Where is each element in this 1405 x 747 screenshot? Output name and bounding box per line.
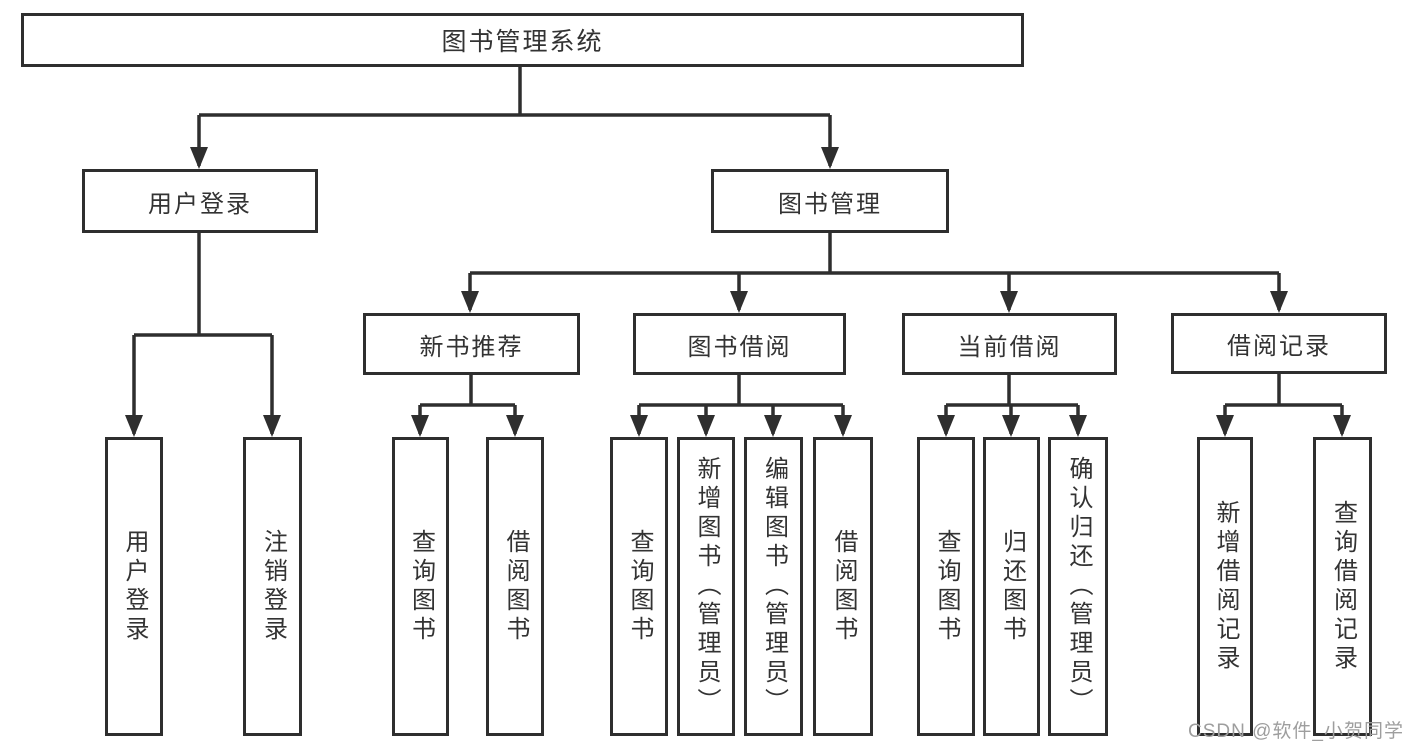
- leaf-user-login: 用户登录: [105, 437, 163, 736]
- arrowhead: [630, 415, 648, 437]
- leaf-label: 注销登录: [259, 528, 287, 645]
- arrowhead: [506, 415, 524, 437]
- leaf-label: 借阅图书: [502, 528, 529, 645]
- leaf-add-book-admin: 新增图书（管理员）: [677, 437, 735, 736]
- leaf-label: 归还图书: [998, 528, 1026, 645]
- leaf-query-books-current: 查询图书: [917, 437, 975, 736]
- node-library-management-system: 图书管理系统: [21, 13, 1024, 67]
- tree-edges: [132, 67, 1344, 434]
- arrowhead: [1069, 415, 1087, 437]
- leaf-label: 确认归还（管理员）: [1065, 456, 1092, 717]
- leaf-query-borrow-record: 查询借阅记录: [1313, 437, 1372, 736]
- leaf-label: 查询借阅记录: [1329, 499, 1357, 674]
- leaf-query-books-borrowing: 查询图书: [610, 437, 668, 736]
- node-borrowing-records: 借阅记录: [1171, 313, 1387, 374]
- arrowhead: [411, 415, 429, 437]
- leaf-borrow-books-recommend: 借阅图书: [486, 437, 544, 736]
- arrowhead: [1333, 415, 1351, 437]
- arrowhead: [190, 147, 208, 169]
- arrowhead: [821, 147, 839, 169]
- csdn-watermark: CSDN @软件_小贺同学: [1188, 721, 1404, 742]
- node-new-book-recommendation: 新书推荐: [363, 313, 580, 375]
- leaf-add-borrow-record: 新增借阅记录: [1197, 437, 1253, 736]
- leaf-confirm-return-admin: 确认归还（管理员）: [1048, 437, 1108, 736]
- arrowhead: [697, 415, 715, 437]
- arrowhead: [730, 291, 748, 313]
- node-user-login: 用户登录: [82, 169, 318, 233]
- node-book-management: 图书管理: [711, 169, 949, 233]
- node-current-borrowing: 当前借阅: [902, 313, 1117, 375]
- node-book-borrowing: 图书借阅: [633, 313, 846, 375]
- leaf-borrow-books-borrowing: 借阅图书: [813, 437, 873, 736]
- leaf-query-books-recommend: 查询图书: [392, 437, 449, 736]
- leaf-edit-book-admin: 编辑图书（管理员）: [744, 437, 803, 736]
- arrowhead: [263, 415, 281, 437]
- leaf-label: 借阅图书: [830, 528, 857, 645]
- leaf-label: 编辑图书（管理员）: [760, 456, 788, 717]
- arrowhead: [1216, 415, 1234, 437]
- leaf-label: 查询图书: [407, 528, 435, 645]
- arrowhead: [1002, 415, 1020, 437]
- leaf-label: 用户登录: [121, 528, 148, 645]
- arrowheads: [125, 147, 1351, 437]
- leaf-return-books: 归还图书: [983, 437, 1040, 736]
- arrowhead: [1270, 291, 1288, 313]
- arrowhead: [834, 415, 852, 437]
- arrowhead: [937, 415, 955, 437]
- leaf-logout: 注销登录: [243, 437, 302, 736]
- arrowhead: [125, 415, 143, 437]
- arrowhead: [1000, 291, 1018, 313]
- leaf-label: 查询图书: [933, 528, 960, 645]
- leaf-label: 查询图书: [626, 528, 653, 645]
- leaf-label: 新增借阅记录: [1212, 499, 1239, 674]
- arrowhead: [764, 415, 782, 437]
- arrowhead: [461, 291, 479, 313]
- leaf-label: 新增图书（管理员）: [693, 456, 720, 717]
